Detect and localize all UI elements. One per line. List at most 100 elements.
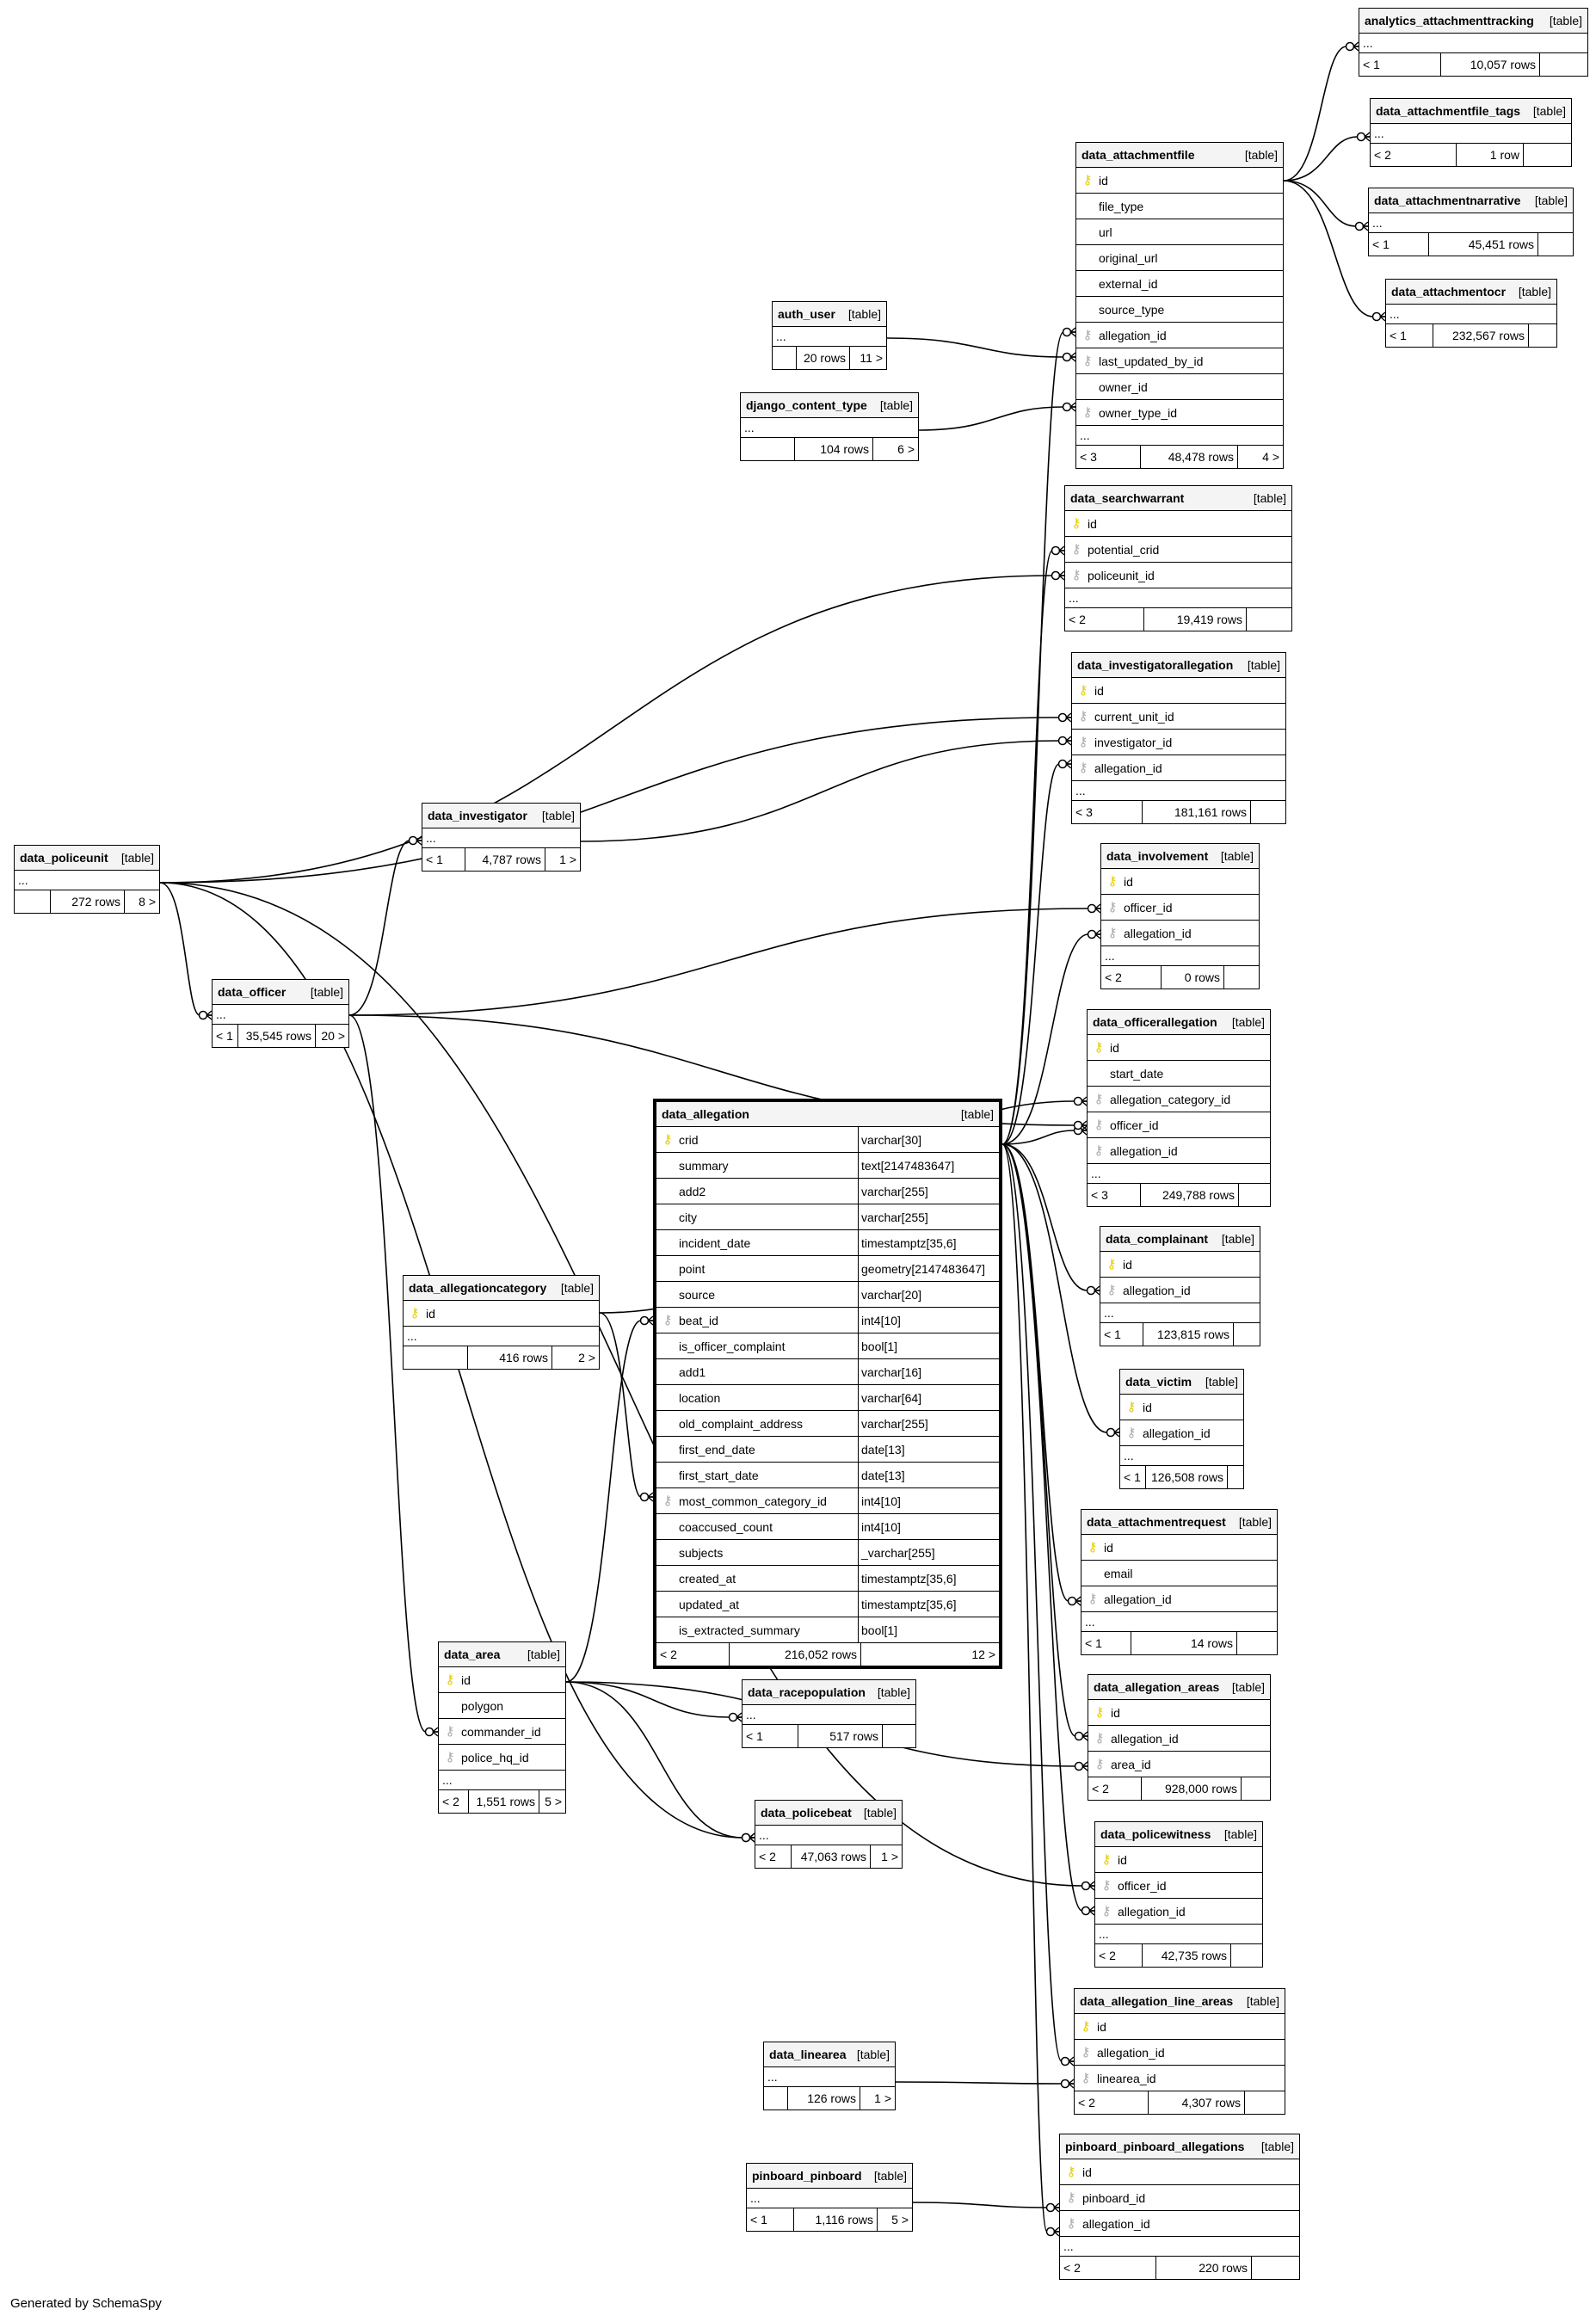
table-data-searchwarrant[interactable]: data_searchwarrant[table] ⚷id ⚷potential… <box>1064 485 1292 631</box>
parent-count[interactable]: < 2 <box>755 1845 792 1868</box>
table-data-investigatorallegation[interactable]: data_investigatorallegation[table] ⚷id ⚷… <box>1071 652 1286 824</box>
child-count[interactable]: 5 > <box>545 1795 562 1808</box>
table-data-area[interactable]: data_area[table] ⚷id polygon ⚷commander_… <box>438 1641 566 1814</box>
column-row[interactable]: ⚷id <box>1088 1700 1270 1726</box>
parent-count[interactable] <box>741 438 795 460</box>
column-row[interactable]: ⚷id <box>1095 1847 1262 1873</box>
table-data-attachmentrequest[interactable]: data_attachmentrequest[table] ⚷id email … <box>1081 1509 1278 1655</box>
parent-count[interactable]: < 2 <box>1095 1944 1143 1967</box>
child-count[interactable]: 11 > <box>860 351 883 365</box>
parent-count[interactable] <box>15 890 51 913</box>
table-data-allegation-areas[interactable]: data_allegation_areas[table] ⚷id ⚷allega… <box>1088 1674 1271 1801</box>
parent-count[interactable]: < 3 <box>1076 446 1141 468</box>
column-row[interactable]: ⚷pinboard_id <box>1060 2185 1299 2211</box>
column-row[interactable]: ⚷policeunit_id <box>1065 563 1291 588</box>
parent-count[interactable]: < 1 <box>743 1725 798 1747</box>
parent-count[interactable]: < 2 <box>439 1790 469 1813</box>
column-row[interactable]: ⚷id <box>1072 678 1285 704</box>
column-row[interactable]: file_type <box>1076 194 1283 219</box>
column-row[interactable]: subjects_varchar[255] <box>656 1540 999 1566</box>
parent-count[interactable] <box>764 2087 788 2110</box>
parent-count[interactable]: < 1 <box>1120 1466 1146 1488</box>
parent-count[interactable]: < 1 <box>1359 53 1441 76</box>
child-count[interactable] <box>1247 608 1291 631</box>
column-row[interactable]: ⚷investigator_id <box>1072 730 1285 755</box>
child-count[interactable] <box>1224 966 1259 989</box>
parent-count[interactable]: < 1 <box>1100 1323 1143 1346</box>
column-row[interactable]: ⚷owner_type_id <box>1076 400 1283 426</box>
table-data-attachmentfile[interactable]: data_attachmentfile[table] ⚷id file_type… <box>1075 142 1284 469</box>
parent-count[interactable]: < 1 <box>422 848 465 871</box>
column-row[interactable]: ⚷id <box>1060 2159 1299 2185</box>
column-row[interactable]: ⚷id <box>1101 869 1259 895</box>
column-row[interactable]: ⚷allegation_id <box>1101 921 1259 946</box>
child-count[interactable] <box>1524 144 1571 166</box>
column-row[interactable]: ⚷allegation_id <box>1088 1726 1270 1752</box>
column-row[interactable]: ⚷officer_id <box>1095 1873 1262 1899</box>
column-row[interactable]: ⚷allegation_id <box>1076 323 1283 348</box>
column-row[interactable]: email <box>1081 1561 1277 1586</box>
column-row[interactable]: ⚷id <box>404 1301 599 1327</box>
column-row[interactable]: external_id <box>1076 271 1283 297</box>
column-row[interactable]: ⚷potential_crid <box>1065 537 1291 563</box>
column-row[interactable]: ⚷police_hq_id <box>439 1745 565 1771</box>
column-row[interactable]: ⚷allegation_id <box>1088 1138 1270 1164</box>
child-count[interactable]: 1 > <box>559 853 576 866</box>
column-row[interactable]: ⚷allegation_id <box>1081 1586 1277 1612</box>
table-data-policewitness[interactable]: data_policewitness[table] ⚷id ⚷officer_i… <box>1094 1821 1263 1968</box>
table-data-complainant[interactable]: data_complainant[table] ⚷id ⚷allegation_… <box>1100 1226 1260 1346</box>
parent-count[interactable]: < 1 <box>213 1025 238 1047</box>
column-row[interactable]: ⚷id <box>1075 2014 1285 2040</box>
child-count[interactable] <box>1245 2091 1285 2114</box>
table-data-allegationcategory[interactable]: data_allegationcategory[table] ⚷id ... 4… <box>403 1275 600 1370</box>
child-count[interactable]: 8 > <box>139 895 156 908</box>
column-row[interactable]: original_url <box>1076 245 1283 271</box>
child-count[interactable]: 2 > <box>578 1351 595 1364</box>
column-row[interactable]: ⚷last_updated_by_id <box>1076 348 1283 374</box>
column-row[interactable]: owner_id <box>1076 374 1283 400</box>
parent-count[interactable]: < 2 <box>1065 608 1144 631</box>
parent-count[interactable]: < 3 <box>1072 801 1143 823</box>
table-pinboard-pinboard-allegations[interactable]: pinboard_pinboard_allegations[table] ⚷id… <box>1059 2134 1300 2280</box>
child-count[interactable] <box>1252 2257 1299 2279</box>
child-count[interactable] <box>1529 324 1556 347</box>
column-row[interactable]: ⚷officer_id <box>1088 1112 1270 1138</box>
parent-count[interactable]: < 2 <box>1075 2091 1149 2114</box>
parent-count[interactable]: < 1 <box>747 2208 794 2231</box>
parent-count[interactable]: < 3 <box>1088 1184 1141 1206</box>
child-count[interactable]: 12 > <box>971 1648 995 1661</box>
child-count[interactable] <box>1228 1466 1243 1488</box>
parent-count[interactable]: < 2 <box>1371 144 1457 166</box>
child-count[interactable] <box>883 1725 915 1747</box>
parent-count[interactable]: < 1 <box>1081 1632 1131 1654</box>
child-count[interactable] <box>1540 53 1587 76</box>
column-row[interactable]: ⚷allegation_id <box>1095 1899 1262 1925</box>
child-count[interactable] <box>1251 801 1285 823</box>
column-row[interactable]: ⚷id <box>1100 1252 1260 1278</box>
column-row[interactable]: ⚷allegation_id <box>1072 755 1285 781</box>
column-row[interactable]: ⚷id <box>1088 1035 1270 1061</box>
column-row[interactable]: ⚷allegation_id <box>1120 1420 1243 1446</box>
